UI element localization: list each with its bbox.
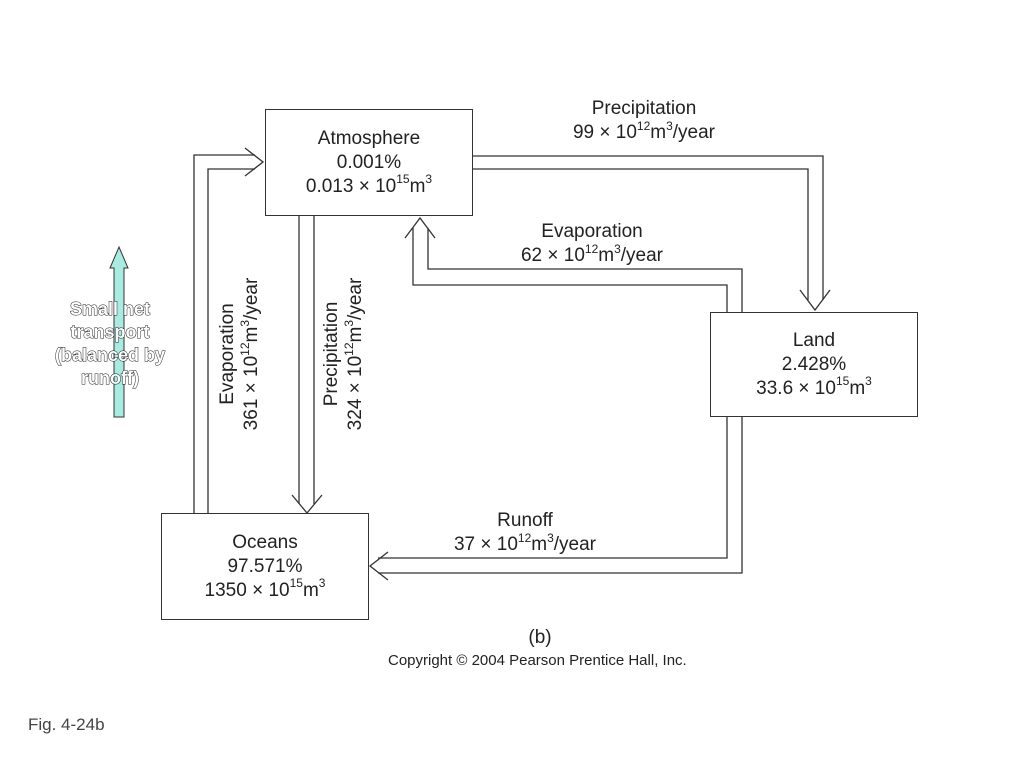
ocean-atm-evap-arrow-inner [207, 168, 255, 515]
land-atm-evap-label: Evaporation 62 × 1012m3/year [520, 221, 664, 266]
oceans-name: Oceans [232, 531, 298, 553]
atmosphere-percent: 0.001% [336, 151, 402, 173]
figure-label: Fig. 4-24b [28, 715, 105, 734]
figure-caption: (b) [528, 627, 552, 648]
atm-ocean-precip-arrowhead [291, 494, 323, 515]
atm-land-precip-label: Precipitation 99 × 1012m3/year [572, 98, 716, 143]
oceans-percent: 97.571% [227, 555, 303, 577]
land-atm-evap-arrow-inner [412, 228, 728, 312]
atmosphere-volume: 0.013 × 1015m3 [305, 172, 433, 197]
oceans-volume: 1350 × 1015m3 [204, 576, 326, 601]
land-percent: 2.428% [781, 353, 847, 375]
land-name: Land [792, 329, 836, 351]
ocean-atm-evap-label: Evaporation 361 × 1012m3/year [217, 277, 262, 431]
net-transport-label: Small net transport (balanced by runoff) [54, 299, 166, 389]
copyright-text: Copyright © 2004 Pearson Prentice Hall, … [388, 652, 687, 669]
atm-land-precip-arrowhead [799, 289, 831, 312]
net-transport-arrow [109, 245, 129, 418]
runoff-arrow-outer [378, 417, 743, 574]
runoff-arrowhead [368, 551, 389, 581]
runoff-label: Runoff 37 × 1012m3/year [453, 510, 597, 555]
land-volume: 33.6 × 1015m3 [756, 374, 872, 399]
atm-ocean-precip-label: Precipitation 324 × 1012m3/year [321, 277, 366, 431]
land-box: Land 2.428% 33.6 × 1015m3 [710, 312, 918, 417]
atm-land-precip-arrow-inner [473, 168, 809, 300]
atmosphere-name: Atmosphere [317, 127, 421, 149]
land-atm-evap-arrow-outer [427, 228, 743, 312]
oceans-box: Oceans 97.571% 1350 × 1015m3 [161, 513, 369, 620]
ocean-atm-evap-arrow-outer [193, 154, 255, 515]
ocean-atm-evap-arrowhead [244, 147, 265, 177]
land-atm-evap-arrowhead [404, 216, 436, 239]
atm-land-precip-arrow-outer [473, 155, 824, 300]
runoff-arrow-inner [378, 417, 728, 559]
atmosphere-box: Atmosphere 0.001% 0.013 × 1015m3 [265, 109, 473, 216]
